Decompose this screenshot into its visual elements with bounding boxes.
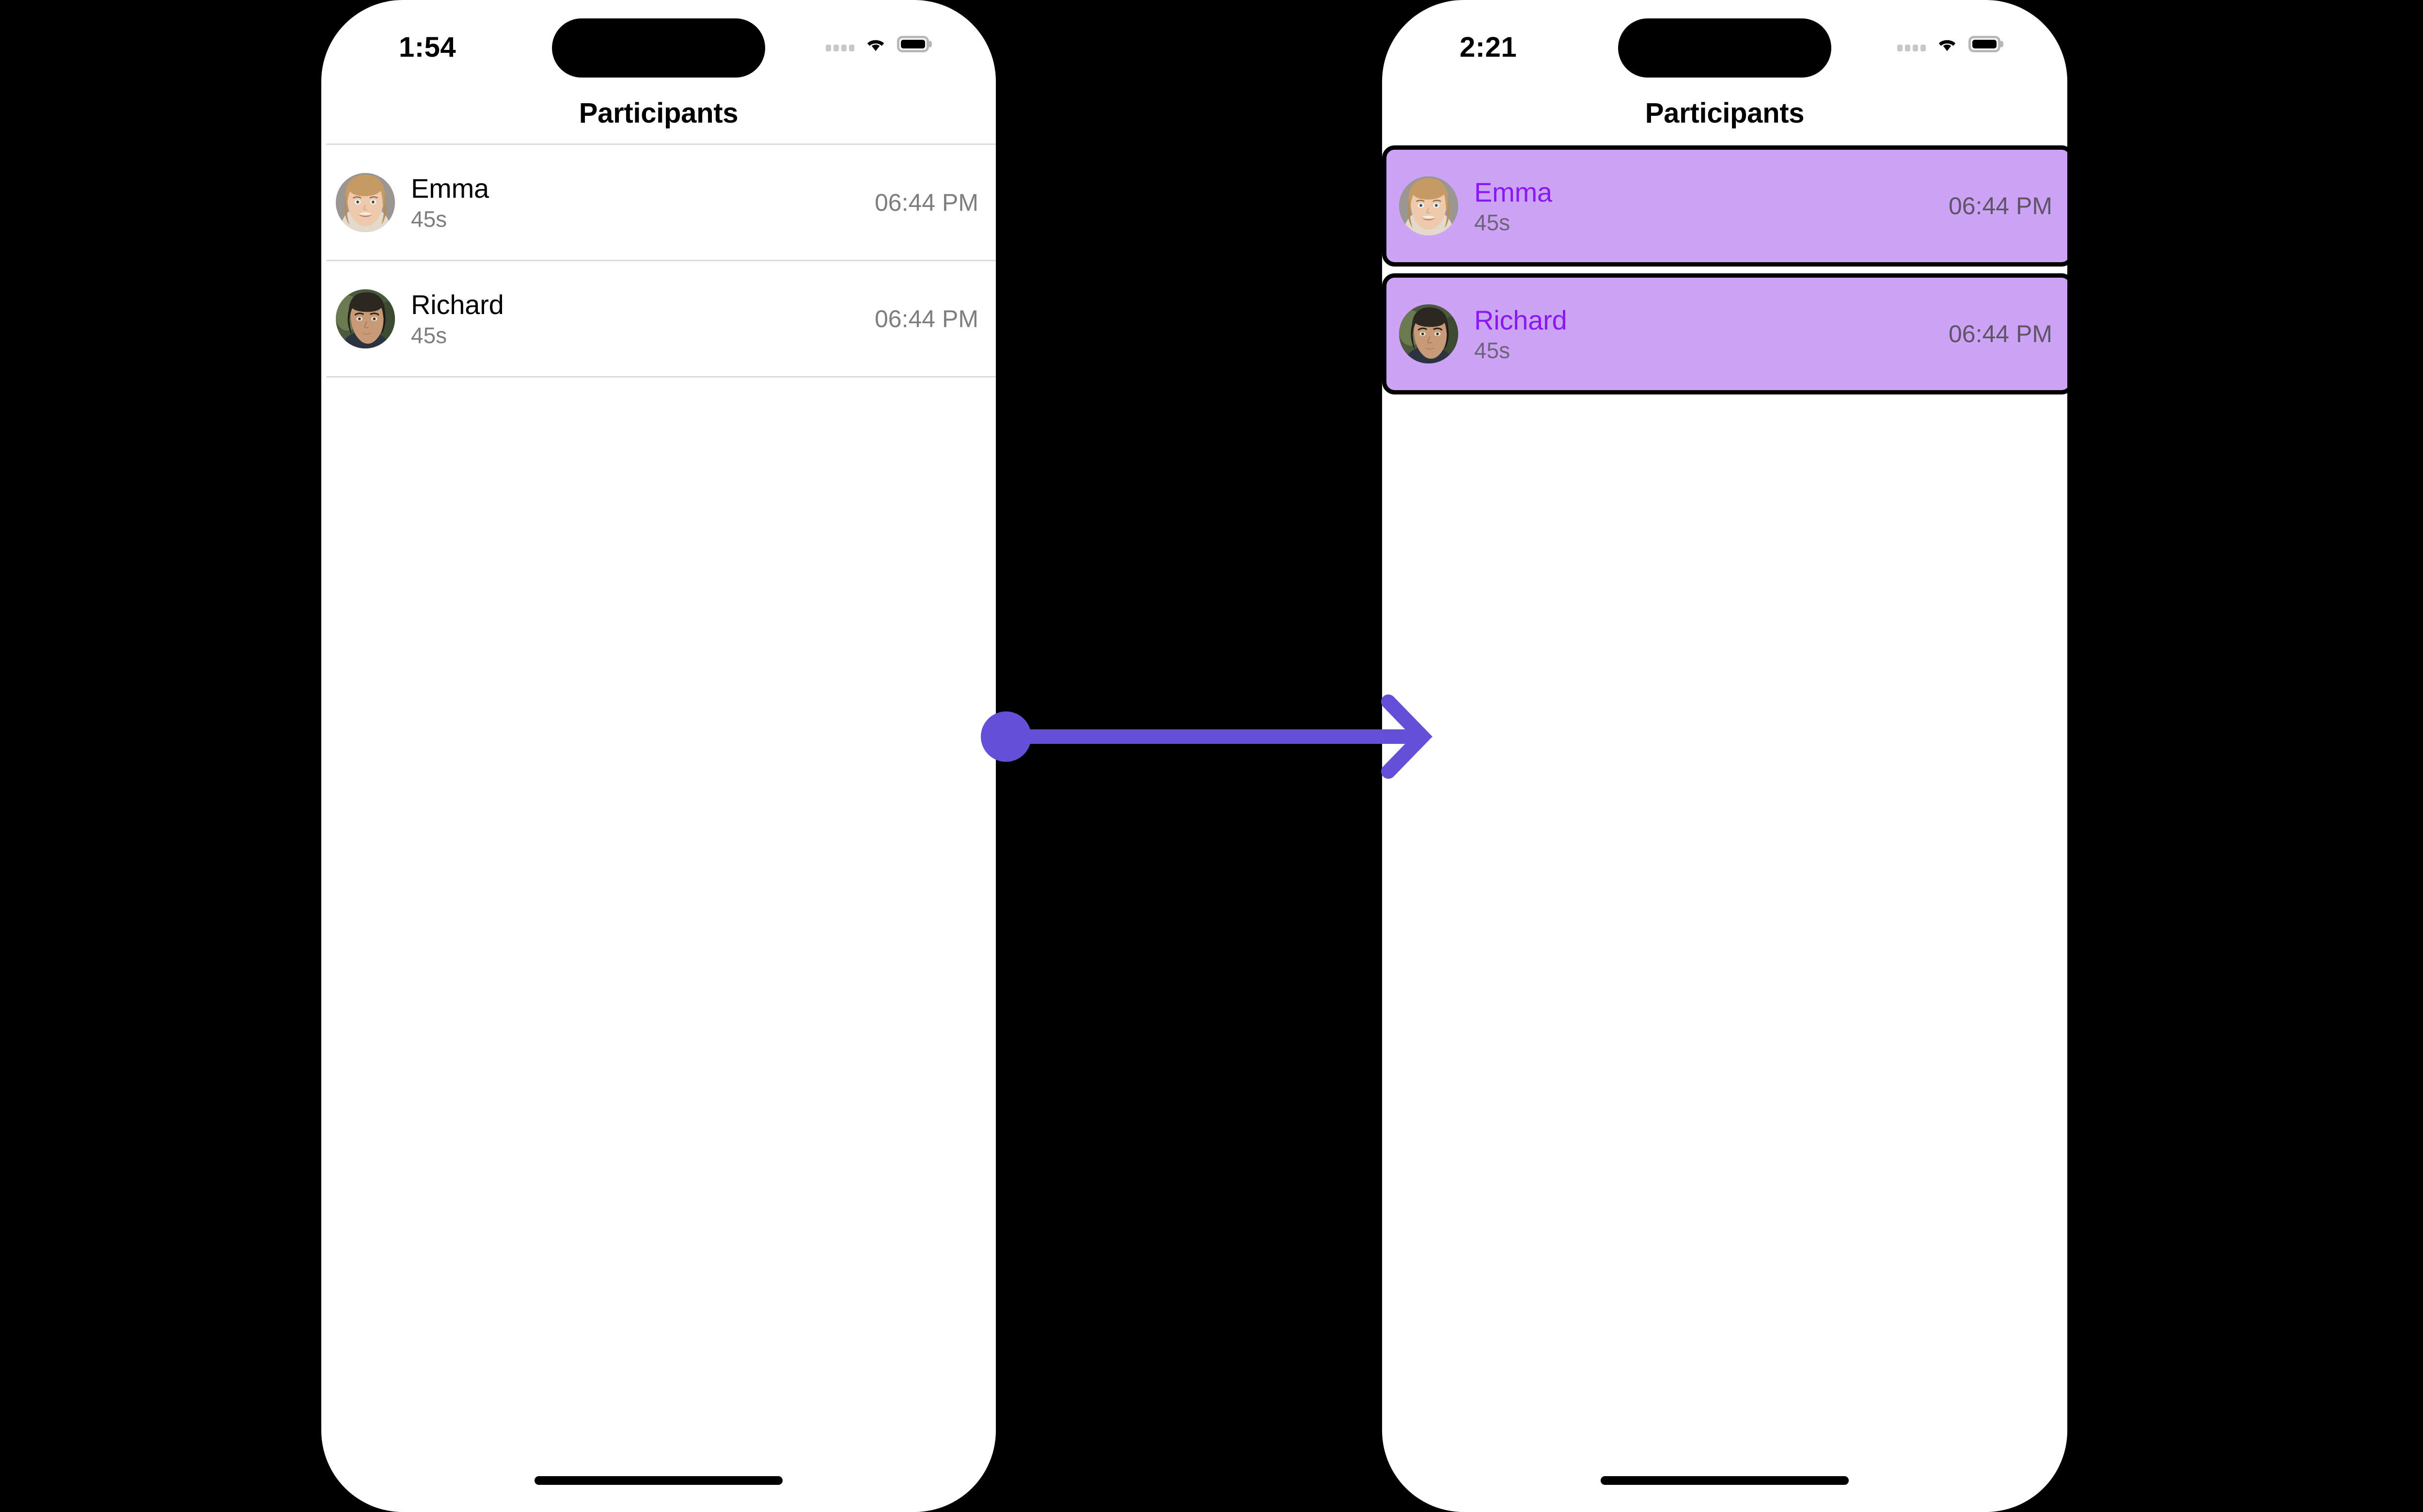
page-title: Participants (1645, 97, 1805, 129)
status-bar-indicators (826, 30, 929, 58)
list-divider (326, 143, 996, 145)
participant-timestamp: 06:44 PM (874, 189, 978, 216)
status-bar-indicators (1897, 30, 2000, 58)
status-bar-before: 1:54 (321, 0, 996, 97)
participant-duration: 45s (411, 322, 447, 348)
dynamic-island (1618, 18, 1831, 78)
home-indicator (535, 1476, 783, 1485)
participant-timestamp: 06:44 PM (1948, 192, 2052, 220)
arrow-right-icon (981, 694, 1432, 779)
list-item-text: Richard 45s (411, 290, 875, 347)
dynamic-island (552, 18, 765, 78)
list-item[interactable]: Emma 45s 06:44 PM (321, 145, 996, 260)
avatar-richard (1399, 304, 1458, 363)
list-item-text: Emma 45s (411, 173, 875, 232)
list-item-selected[interactable]: Emma 45s 06:44 PM (1382, 145, 2067, 267)
phone-screen-before: 1:54 Participants (321, 0, 996, 1512)
cellular-bars-icon (1897, 37, 1926, 51)
avatar-emma (1399, 176, 1458, 236)
participant-duration: 45s (1474, 338, 1510, 363)
participant-timestamp: 06:44 PM (1948, 320, 2052, 347)
wifi-icon (864, 34, 887, 55)
battery-icon (1968, 36, 2000, 52)
participant-name: Richard (411, 289, 504, 320)
list-item-text: Emma 45s (1474, 176, 1949, 236)
wifi-icon (1935, 34, 1959, 55)
status-bar-time: 1:54 (399, 32, 456, 63)
list-divider (326, 376, 996, 378)
list-item-text: Richard 45s (1474, 304, 1949, 363)
home-indicator (1601, 1476, 1849, 1485)
nav-bar-after: Participants (1382, 97, 2067, 143)
list-item[interactable]: Richard 45s 06:44 PM (321, 261, 996, 376)
list-divider (326, 260, 996, 261)
page-title: Participants (579, 97, 739, 129)
avatar-richard (336, 289, 395, 348)
participant-duration: 45s (1474, 210, 1510, 236)
status-bar-time: 2:21 (1460, 32, 1517, 63)
avatar-emma (336, 173, 395, 232)
cellular-bars-icon (826, 37, 854, 51)
participant-name: Emma (411, 173, 489, 204)
participants-list-after: Emma 45s 06:44 PM (1382, 143, 2067, 394)
nav-bar-before: Participants (321, 97, 996, 143)
participant-name: Emma (1474, 176, 1552, 207)
status-bar-after: 2:21 (1382, 0, 2067, 97)
participants-list-before: Emma 45s 06:44 PM (321, 143, 996, 378)
participant-duration: 45s (411, 206, 447, 232)
participant-name: Richard (1474, 304, 1567, 335)
phone-screen-after: 2:21 Participants (1382, 0, 2067, 1512)
battery-icon (897, 36, 929, 52)
list-item-selected[interactable]: Richard 45s 06:44 PM (1382, 273, 2067, 394)
participant-timestamp: 06:44 PM (874, 305, 978, 332)
